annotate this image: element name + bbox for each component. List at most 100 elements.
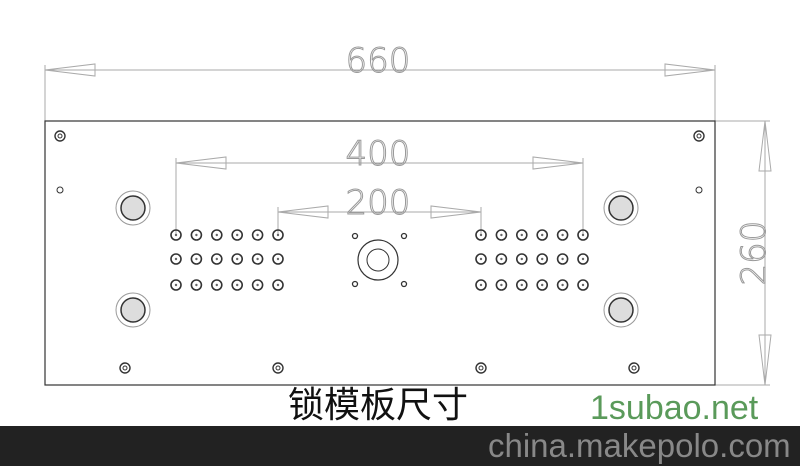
- grid-hole-center: [500, 233, 503, 237]
- grid-hole: [556, 279, 569, 291]
- grid-hole: [536, 279, 549, 291]
- grid-hole-center: [195, 233, 198, 237]
- grid-hole: [475, 253, 487, 265]
- screw-hole-inner: [478, 365, 484, 371]
- grid-hole: [556, 229, 569, 241]
- grid-hole-center: [479, 257, 483, 261]
- mount-hole: [120, 297, 146, 323]
- grid-hole: [495, 229, 508, 241]
- screw-hole: [272, 362, 284, 374]
- grid-hole: [556, 253, 569, 265]
- grid-hole-center: [236, 233, 239, 237]
- grid-hole: [231, 279, 243, 291]
- pin-hole: [56, 186, 64, 194]
- mount-hole: [608, 195, 634, 221]
- grid-hole-center: [256, 257, 259, 261]
- footer-bar: [0, 426, 800, 466]
- screw-hole: [475, 362, 487, 374]
- grid-hole: [495, 253, 508, 265]
- grid-hole: [536, 253, 549, 265]
- grid-hole-center: [215, 283, 218, 287]
- grid-hole-center: [479, 283, 483, 287]
- mount-hole-outer: [603, 292, 639, 328]
- screw-hole: [54, 130, 66, 142]
- grid-hole: [211, 279, 223, 291]
- grid-hole-center: [541, 257, 544, 261]
- grid-hole-center: [561, 233, 564, 237]
- screw-hole: [119, 362, 131, 374]
- center-screw-hole: [400, 280, 408, 288]
- watermark-makepolo: china.makepolo.com: [488, 427, 791, 464]
- grid-hole-center: [195, 257, 198, 261]
- grid-hole: [170, 229, 182, 241]
- plate-outline: [44, 120, 716, 386]
- grid-hole-center: [276, 283, 280, 287]
- grid-hole: [272, 253, 284, 265]
- grid-hole: [475, 279, 487, 291]
- dim-400: 400: [346, 134, 411, 174]
- grid-hole: [211, 229, 223, 241]
- center-bore-inner: [366, 248, 390, 272]
- mount-hole: [608, 297, 634, 323]
- screw-hole-inner: [696, 133, 702, 139]
- grid-hole-center: [500, 283, 503, 287]
- grid-hole-center: [541, 283, 544, 287]
- grid-hole-center: [500, 257, 503, 261]
- dim-260: 260: [734, 221, 774, 286]
- grid-hole: [515, 253, 528, 265]
- grid-hole: [170, 279, 182, 291]
- center-bore-outer: [357, 239, 399, 281]
- screw-hole-inner: [122, 365, 128, 371]
- grid-hole: [231, 229, 243, 241]
- grid-hole-center: [520, 283, 523, 287]
- grid-hole: [577, 229, 589, 241]
- dimension-lines: 660 400 200 260: [44, 41, 775, 386]
- grid-hole: [231, 253, 243, 265]
- grid-hole-center: [174, 283, 178, 287]
- grid-hole-center: [541, 233, 544, 237]
- grid-hole: [190, 253, 203, 265]
- grid-hole-center: [174, 257, 178, 261]
- screw-hole: [628, 362, 640, 374]
- grid-hole-center: [520, 233, 523, 237]
- center-screw-hole: [351, 232, 359, 240]
- grid-hole-center: [520, 257, 523, 261]
- grid-hole-center: [581, 283, 585, 287]
- mount-hole-outer: [115, 190, 151, 226]
- grid-hole: [475, 229, 487, 241]
- grid-hole-center: [561, 257, 564, 261]
- grid-hole-center: [276, 257, 280, 261]
- grid-hole-center: [581, 257, 585, 261]
- grid-hole: [251, 279, 264, 291]
- grid-hole: [272, 229, 284, 241]
- grid-hole: [577, 279, 589, 291]
- grid-hole-center: [215, 233, 218, 237]
- grid-hole: [190, 279, 203, 291]
- grid-hole: [170, 253, 182, 265]
- pin-hole: [695, 186, 703, 194]
- grid-hole-center: [479, 233, 483, 237]
- grid-hole-center: [276, 233, 280, 237]
- grid-hole: [536, 229, 549, 241]
- grid-hole: [251, 229, 264, 241]
- center-screw-hole: [400, 232, 408, 240]
- center-screw-hole: [351, 280, 359, 288]
- grid-hole-center: [195, 283, 198, 287]
- grid-hole: [577, 253, 589, 265]
- caption: 锁模板尺寸: [288, 385, 469, 426]
- dim-660: 660: [346, 41, 411, 81]
- holes: [54, 130, 705, 374]
- grid-hole: [272, 279, 284, 291]
- grid-hole-center: [236, 257, 239, 261]
- screw-hole: [693, 130, 705, 142]
- grid-hole-center: [256, 233, 259, 237]
- screw-hole-inner: [275, 365, 281, 371]
- grid-hole: [211, 253, 223, 265]
- grid-hole-center: [256, 283, 259, 287]
- mount-hole-outer: [603, 190, 639, 226]
- grid-hole-center: [561, 283, 564, 287]
- screw-hole-inner: [631, 365, 637, 371]
- grid-hole: [190, 229, 203, 241]
- grid-hole: [515, 279, 528, 291]
